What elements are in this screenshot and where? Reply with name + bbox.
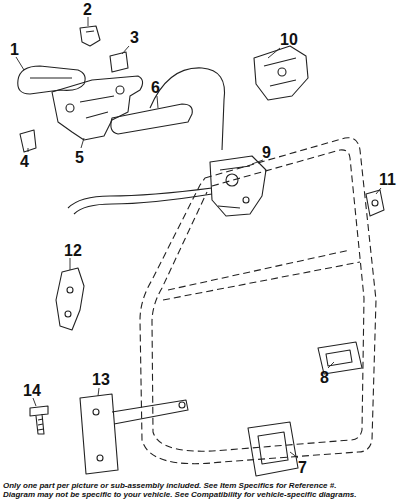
handle-cap [80, 26, 100, 46]
bolt [30, 406, 48, 434]
callout-number: 2 [83, 2, 92, 18]
callout-number: 11 [379, 172, 396, 188]
callout-number: 13 [92, 372, 110, 388]
callout-number: 5 [75, 150, 84, 166]
gasket [20, 130, 36, 152]
door-outline [140, 138, 376, 464]
callout-number: 9 [262, 145, 271, 161]
door-check [80, 394, 118, 474]
callout-number: 10 [280, 32, 298, 48]
cable [150, 68, 225, 150]
lock-actuator [254, 46, 308, 100]
door-latch [210, 156, 266, 216]
bracket [56, 268, 84, 330]
footer-note: Diagram may not be specific to your vehi… [3, 490, 356, 500]
footer-note: Only one part per picture or sub-assembl… [3, 481, 336, 491]
cable [68, 188, 212, 214]
handle-detail [30, 77, 72, 78]
door-inner-outline [152, 150, 364, 451]
handle-bracket [52, 76, 143, 140]
callout-number: 1 [10, 42, 19, 58]
callout-number: 7 [298, 460, 307, 476]
gasket [110, 52, 128, 72]
handle-bezel [248, 422, 298, 476]
belt-line [163, 250, 360, 300]
callout-number: 14 [23, 383, 41, 399]
clip [366, 190, 384, 216]
callout-number: 3 [130, 30, 139, 46]
cover-plate [111, 104, 192, 134]
outside-handle [18, 66, 85, 94]
callout-number: 4 [20, 154, 29, 170]
callout-number: 12 [64, 243, 82, 259]
check-arm [112, 400, 188, 424]
callout-number: 6 [151, 80, 160, 96]
leader-lines [16, 17, 381, 458]
callout-number: 8 [320, 370, 329, 386]
